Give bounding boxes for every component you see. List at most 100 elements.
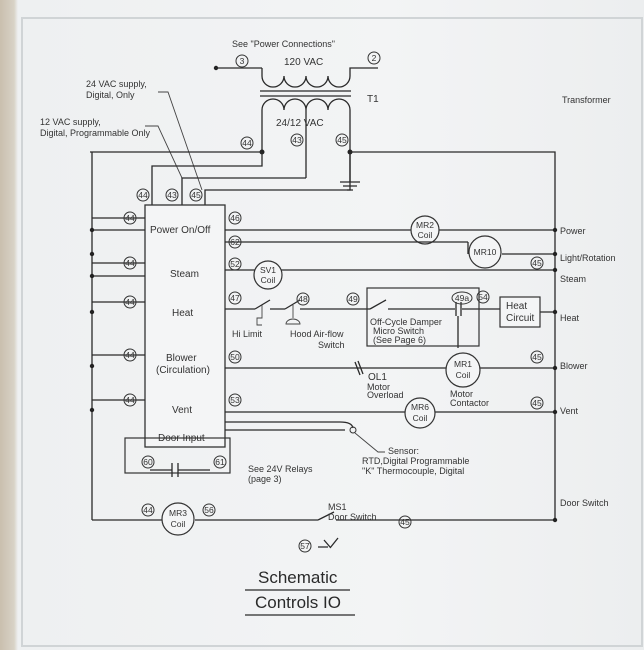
hood-switch-label: Hood Air-flow [290, 329, 344, 339]
hi-limit-icon [256, 305, 263, 326]
controller-module: 44 43 45 Power On/Off Steam Heat Blower … [136, 188, 226, 448]
terminal-48: 48 [298, 294, 308, 304]
mr3-coil-label: MR3 [169, 508, 187, 518]
hood-switch-sub: Switch [318, 340, 345, 350]
hi-limit-label: Hi Limit [232, 329, 263, 339]
transformer-t1: See "Power Connections" 3 2 120 VAC 24/1… [213, 39, 611, 191]
input-vent: Vent [172, 405, 192, 416]
mr6-coil-sub: Coil [413, 413, 428, 423]
note-24vac-sub: Digital, Only [86, 90, 135, 100]
terminal-44: 44 [125, 213, 135, 223]
terminal-44: 44 [125, 395, 135, 405]
sensor: Sensor: RTD,Digital Programmable "K" The… [225, 421, 469, 476]
title-controls-io: Controls IO [255, 593, 341, 612]
terminal-62: 62 [230, 237, 240, 247]
input-blower: Blower [166, 353, 197, 364]
input-heat: Heat [172, 308, 193, 319]
note-12vac-sub: Digital, Programmable Only [40, 128, 151, 138]
terminal-44: 44 [138, 190, 148, 200]
controller-feed-wires [151, 152, 351, 205]
supply-notes: 24 VAC supply, Digital, Only 12 VAC supp… [40, 79, 203, 191]
terminal-53: 53 [230, 395, 240, 405]
terminal-44: 44 [125, 297, 135, 307]
mr10-coil-label: MR10 [474, 247, 497, 257]
overload-icon [354, 360, 364, 376]
sv1-coil-label: SV1 [260, 265, 276, 275]
terminal-45: 45 [532, 398, 542, 408]
heat-circuit-box [499, 296, 541, 328]
mr2-coil-sub: Coil [418, 230, 433, 240]
ol1-label: OL1 [368, 372, 387, 383]
label-vent: Vent [560, 406, 579, 416]
damper-switch-box [366, 287, 480, 347]
mr1-coil-sub: Coil [456, 370, 471, 380]
terminal-50: 50 [230, 352, 240, 362]
terminal-44: 44 [125, 258, 135, 268]
ol1-sub: Motor [367, 382, 390, 392]
input-circulation: (Circulation) [156, 365, 210, 376]
sv1-coil-sub: Coil [261, 275, 276, 285]
sheet-border [21, 17, 643, 647]
terminal-47: 47 [230, 293, 240, 303]
terminal-44: 44 [125, 350, 135, 360]
label-heat: Heat [560, 313, 580, 323]
terminal-44: 44 [242, 138, 252, 148]
door-switch-icon [318, 537, 339, 549]
mr1-contactor-sub: Contactor [450, 398, 489, 408]
label-door-switch: Door Switch [560, 498, 609, 508]
label-power: Power [560, 226, 586, 236]
ms1-label: MS1 [328, 502, 347, 512]
door-switch-row: MR3 Coil 44 56 MS1 Door Switch 45 57 [92, 502, 558, 553]
transformer-label: Transformer [562, 95, 611, 105]
heat-circuit-sub: Circuit [506, 313, 535, 324]
sensor-label: Sensor: [388, 446, 419, 456]
door-input-circuit: 60 61 See 24V Relays (page 3) [124, 437, 313, 484]
label-steam: Steam [560, 274, 586, 284]
terminal-45: 45 [532, 352, 542, 362]
terminal-54: 54 [478, 292, 488, 302]
diagram-title: Schematic Controls IO [245, 568, 355, 616]
terminal-56: 56 [204, 505, 214, 515]
terminal-60: 60 [143, 457, 153, 467]
damper-label-2: Micro Switch [373, 326, 424, 336]
mr2-coil-label: MR2 [416, 220, 434, 230]
secondary-voltage-label: 24/12 VAC [276, 118, 324, 129]
mr6-coil-label: MR6 [411, 402, 429, 412]
terminal-43: 43 [167, 190, 177, 200]
heat-circuit-label: Heat [506, 301, 527, 312]
output-rows: MR2 Coil MR10 SV1 Coil 45 Heat Circuit 4… [225, 211, 558, 429]
mr1-coil-label: MR1 [454, 359, 472, 369]
terminal-49a: 49a [455, 293, 469, 303]
relays-note: See 24V Relays [248, 464, 313, 474]
terminal-45: 45 [337, 135, 347, 145]
label-light-rotation: Light/Rotation [560, 253, 616, 263]
terminal-3: 3 [240, 56, 245, 66]
power-buses [90, 151, 556, 520]
title-schematic: Schematic [258, 568, 338, 587]
note-24vac: 24 VAC supply, [86, 79, 147, 89]
terminal-44: 44 [143, 505, 153, 515]
primary-voltage-label: 120 VAC [284, 57, 323, 68]
input-power: Power On/Off [150, 225, 211, 236]
relays-note-sub: (page 3) [248, 474, 282, 484]
note-12vac: 12 VAC supply, [40, 117, 101, 127]
mr3-coil-sub: Coil [171, 519, 186, 529]
terminal-43: 43 [292, 135, 302, 145]
damper-label-3: (See Page 6) [373, 335, 426, 345]
terminal-45: 45 [191, 190, 201, 200]
label-blower: Blower [560, 361, 588, 371]
ol1-sub2: Overload [367, 390, 404, 400]
terminal-61: 61 [215, 457, 225, 467]
terminal-2: 2 [372, 53, 377, 63]
sensor-type-2: "K" Thermocouple, Digital [362, 466, 464, 476]
terminal-52: 52 [230, 259, 240, 269]
terminal-45: 45 [532, 258, 542, 268]
terminal-45: 45 [400, 517, 410, 527]
sensor-type-1: RTD,Digital Programmable [362, 456, 469, 466]
left-feeds: 44 44 44 44 44 [89, 211, 145, 413]
power-connections-note: See "Power Connections" [232, 39, 335, 49]
ms1-sub: Door Switch [328, 512, 377, 522]
terminal-46: 46 [230, 213, 240, 223]
